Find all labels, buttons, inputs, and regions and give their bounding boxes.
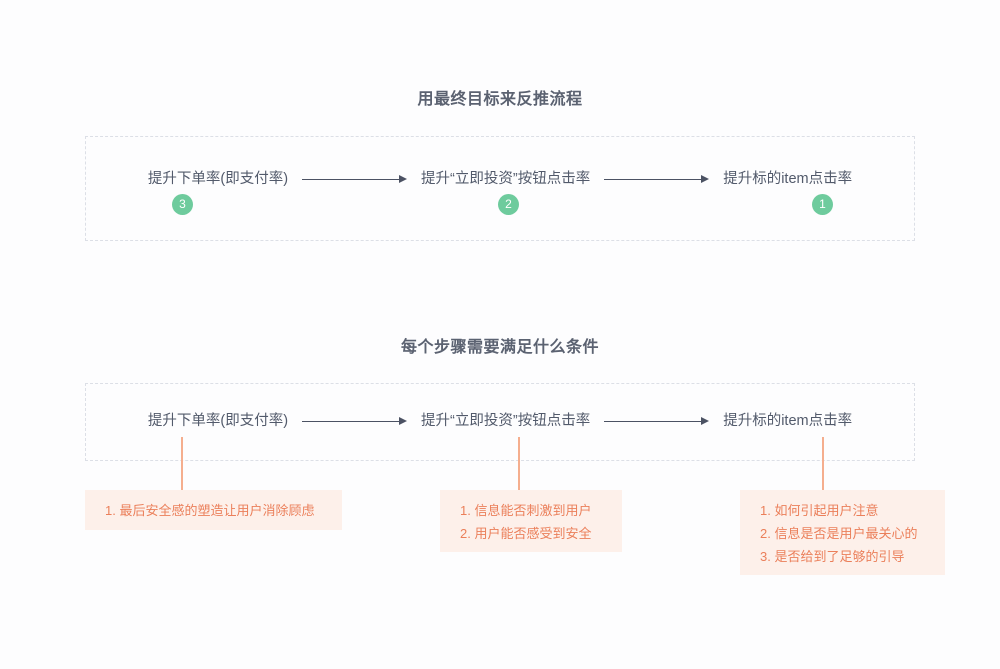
section-title-goal-flow: 用最终目标来反推流程 [417, 91, 583, 108]
arrow-head [701, 417, 710, 425]
arrow-shaft [604, 420, 703, 422]
arrow-head [701, 175, 710, 183]
arrow-icon-2 [604, 175, 710, 183]
arrow-icon-3 [302, 417, 408, 425]
condition-note-line: 1. 如何引起用户注意 [760, 503, 879, 518]
step-badge-1: 1 [812, 194, 833, 215]
arrow-head [399, 417, 408, 425]
condition-note-box-3: 1. 如何引起用户注意 2. 信息是否是用户最关心的 3. 是否给到了足够的引导 [740, 490, 945, 575]
flow-row-step-conditions: 提升下单率(即支付率) 提升“立即投资”按钮点击率 提升标的item点击率 [0, 410, 1000, 432]
condition-note-line: 2. 用户能否感受到安全 [460, 526, 592, 541]
condition-note-line: 1. 信息能否刺激到用户 [460, 503, 592, 518]
condition-note-line: 3. 是否给到了足够的引导 [760, 549, 905, 564]
flow-container-goal-flow [85, 136, 915, 241]
flow-node-label-1: 提升下单率(即支付率) [147, 171, 289, 187]
flow-container-step-conditions [85, 383, 915, 461]
condition-node-label-2: 提升“立即投资”按钮点击率 [421, 413, 591, 429]
connector-line-1 [181, 437, 183, 492]
connector-line-2 [518, 437, 520, 492]
arrow-shaft [302, 178, 401, 180]
section-title-step-conditions: 每个步骤需要满足什么条件 [400, 339, 599, 356]
flow-node-label-2: 提升“立即投资”按钮点击率 [421, 171, 591, 187]
arrow-icon-1 [302, 175, 408, 183]
condition-note-line: 2. 信息是否是用户最关心的 [760, 526, 918, 541]
condition-note-box-1: 1. 最后安全感的塑造让用户消除顾虑 [85, 490, 342, 530]
condition-node-label-1: 提升下单率(即支付率) [147, 413, 289, 429]
arrow-shaft [604, 178, 703, 180]
arrow-head [399, 175, 408, 183]
arrow-icon-4 [604, 417, 710, 425]
step-badge-2: 2 [498, 194, 519, 215]
condition-note-line: 1. 最后安全感的塑造让用户消除顾虑 [105, 503, 315, 518]
flow-node-label-3: 提升标的item点击率 [723, 171, 853, 187]
arrow-shaft [302, 420, 401, 422]
condition-note-box-2: 1. 信息能否刺激到用户 2. 用户能否感受到安全 [440, 490, 622, 552]
step-badge-3: 3 [172, 194, 193, 215]
flow-row-goal-flow: 提升下单率(即支付率) 提升“立即投资”按钮点击率 提升标的item点击率 [0, 168, 1000, 190]
condition-node-label-3: 提升标的item点击率 [723, 413, 853, 429]
connector-line-3 [822, 437, 824, 492]
